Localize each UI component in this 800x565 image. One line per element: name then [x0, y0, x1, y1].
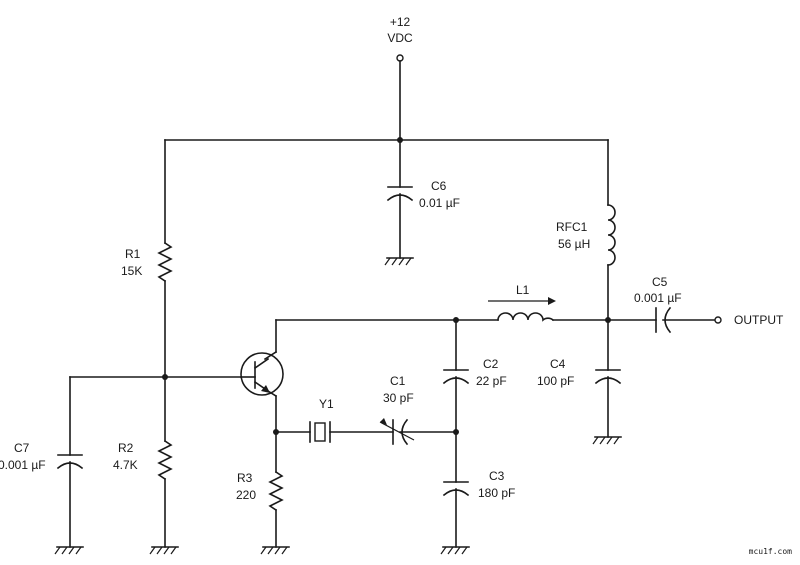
c3-capacitor — [442, 431, 470, 548]
ground-symbol — [592, 436, 622, 445]
rfc1-inductor — [607, 139, 616, 321]
rfc1-ref-label: RFC1 — [556, 220, 588, 234]
c4-capacitor — [594, 319, 622, 438]
supply-voltage-label: +12 — [390, 15, 411, 29]
r2-resistor — [157, 376, 173, 548]
c2-ref-label: C2 — [483, 357, 499, 371]
r1-resistor — [157, 139, 173, 378]
ground-symbol — [260, 546, 290, 555]
c2-capacitor — [442, 319, 470, 433]
r3-resistor — [268, 470, 284, 548]
supply-terminal — [396, 54, 404, 141]
c4-value-label: 100 pF — [537, 374, 574, 388]
y1-crystal — [275, 421, 394, 443]
r2-value-label: 4.7K — [113, 458, 138, 472]
c3-ref-label: C3 — [489, 469, 505, 483]
r1-value-label: 15K — [121, 264, 142, 278]
r3-ref-label: R3 — [237, 471, 253, 485]
c6-capacitor — [386, 139, 414, 259]
l1-direction-arrow — [488, 297, 556, 305]
r2-ref-label: R2 — [118, 441, 134, 455]
ground-symbol — [440, 546, 470, 555]
c3-value-label: 180 pF — [478, 486, 515, 500]
c5-ref-label: C5 — [652, 275, 668, 289]
c5-value-label: 0.001 µF — [634, 291, 682, 305]
r1-ref-label: R1 — [125, 247, 141, 261]
ground-symbol — [149, 546, 179, 555]
l1-ref-label: L1 — [516, 283, 530, 297]
ground-symbol — [54, 546, 84, 555]
c1-trimmer-capacitor — [379, 418, 457, 446]
c6-ref-label: C6 — [431, 179, 447, 193]
output-label: OUTPUT — [734, 313, 784, 327]
c7-capacitor — [56, 376, 84, 548]
c6-value-label: 0.01 µF — [419, 196, 460, 210]
c7-value-label: 0.001 µF — [0, 458, 46, 472]
y1-ref-label: Y1 — [319, 397, 334, 411]
r3-value-label: 220 — [236, 488, 256, 502]
watermark-text: mcu1f.com — [749, 547, 793, 556]
c4-ref-label: C4 — [550, 357, 566, 371]
c5-capacitor — [607, 306, 716, 334]
c2-value-label: 22 pF — [476, 374, 507, 388]
npn-transistor — [240, 352, 284, 396]
collector-wire — [263, 319, 499, 361]
c1-value-label: 30 pF — [383, 391, 414, 405]
c7-ref-label: C7 — [14, 441, 30, 455]
output-terminal — [714, 316, 722, 324]
ground-symbol — [384, 257, 414, 266]
l1-inductor — [497, 312, 609, 322]
supply-unit-label: VDC — [387, 31, 413, 45]
c1-ref-label: C1 — [390, 374, 406, 388]
rfc1-value-label: 56 µH — [558, 237, 590, 251]
